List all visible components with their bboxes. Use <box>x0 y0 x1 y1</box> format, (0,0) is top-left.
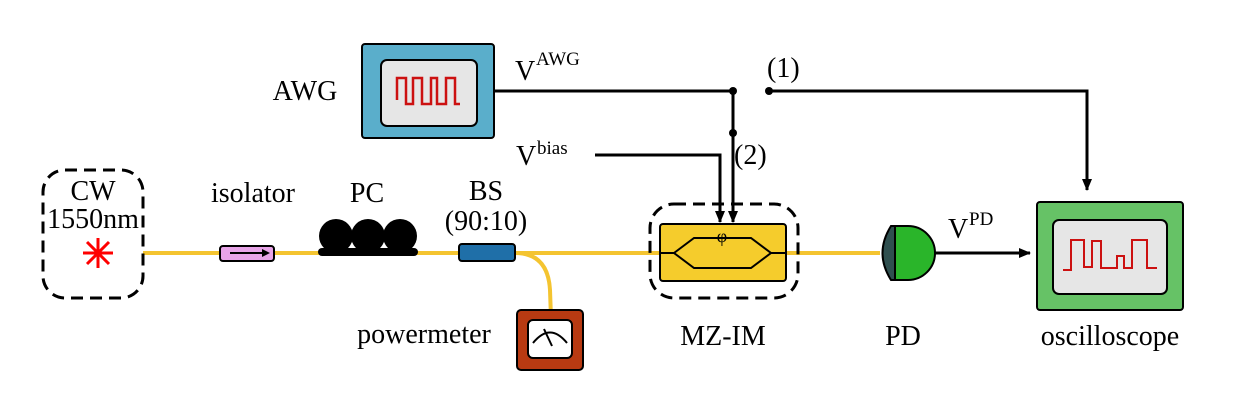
switch-position-2-label: (2) <box>734 140 767 171</box>
interferometer-icon <box>660 237 786 269</box>
pd-label: PD <box>885 321 921 352</box>
gauge-icon <box>532 328 568 347</box>
isolator-label: isolator <box>211 178 296 209</box>
awg-waveform-icon <box>395 76 460 106</box>
powermeter-label: powermeter <box>357 319 491 350</box>
photodiode: PD <box>881 225 936 352</box>
v-awg-label: V AWG <box>515 49 580 87</box>
wavelength-label: 1550nm <box>47 204 139 235</box>
v-bias-base: V <box>516 141 536 172</box>
v-bias-label: V bias <box>516 138 568 172</box>
mzim-label: MZ-IM <box>680 321 766 352</box>
switch-position-1-label: (1) <box>767 53 800 84</box>
laser-star-icon <box>83 238 113 268</box>
oscilloscope-label: oscilloscope <box>1041 321 1179 352</box>
v-pd-sup: PD <box>969 209 993 230</box>
electrical-wiring <box>494 89 1092 258</box>
cw-laser: CW 1550nm <box>41 168 145 300</box>
polarization-controller: PC <box>318 178 418 256</box>
phase-symbol: φ <box>717 226 727 246</box>
beam-splitter: BS (90:10) <box>445 176 527 262</box>
bs-label: BS <box>469 176 503 207</box>
mz-modulator: φ MZ-IM <box>648 202 800 352</box>
v-pd-base: V <box>948 214 968 245</box>
awg: AWG <box>273 43 495 139</box>
v-bias-sup: bias <box>537 138 568 159</box>
powermeter: powermeter <box>357 309 584 371</box>
junction-dots <box>729 87 773 137</box>
v-awg-base: V <box>515 56 535 87</box>
v-awg-sup: AWG <box>536 49 580 70</box>
v-pd-label: V PD <box>948 209 993 245</box>
arrow-right-icon <box>230 249 270 257</box>
isolator: isolator <box>211 178 296 262</box>
awg-label: AWG <box>273 76 338 107</box>
oscilloscope: oscilloscope <box>1036 201 1184 352</box>
cw-label: CW <box>70 176 116 207</box>
scope-trace-icon <box>1063 239 1157 271</box>
pc-label: PC <box>350 178 384 209</box>
bs-ratio-label: (90:10) <box>445 206 527 237</box>
